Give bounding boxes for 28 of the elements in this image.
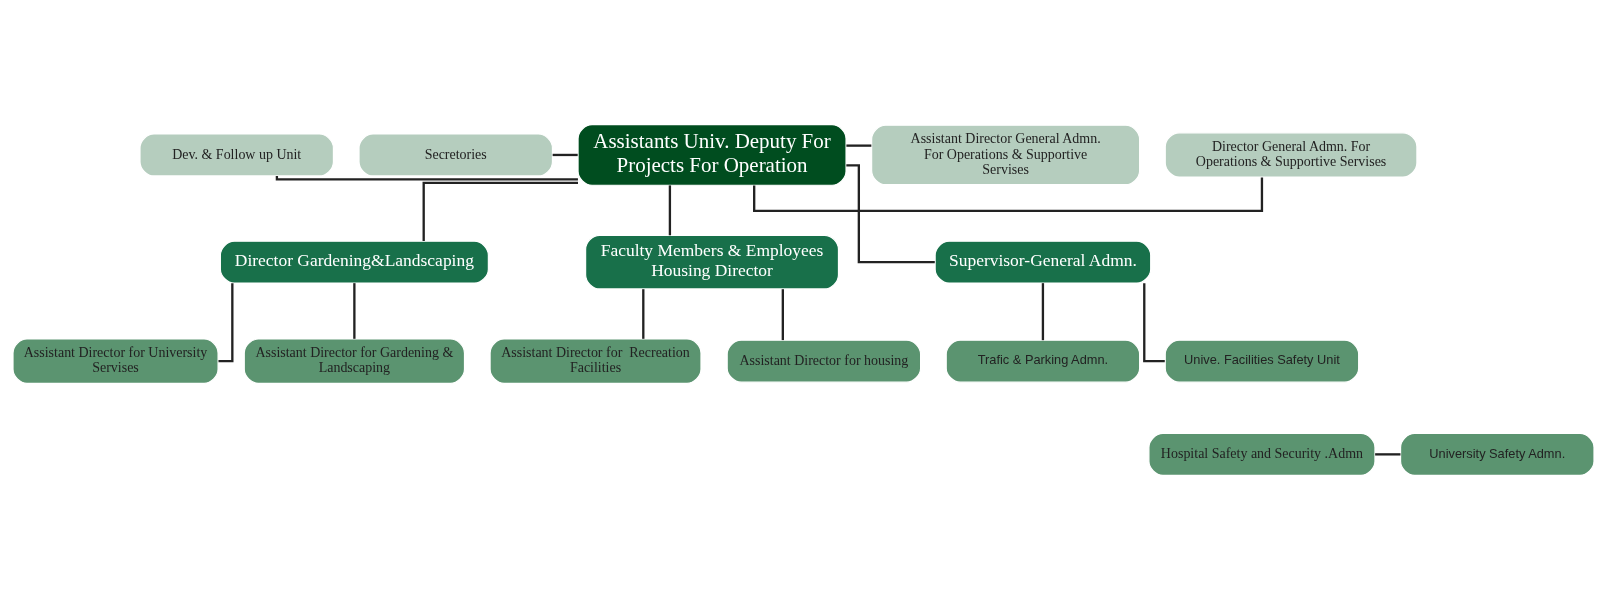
connector — [353, 282, 356, 339]
node-box: Unive. Facilities Safety Unit — [1164, 339, 1360, 383]
node-box: Trafic & Parking Admn. — [945, 339, 1141, 383]
node-box: Assistant Director for Gardening & Landscaping — [243, 337, 466, 384]
connector — [552, 153, 578, 156]
connector — [642, 288, 645, 339]
node-box: Director Gardening&Landscaping — [219, 240, 489, 284]
connector — [275, 175, 578, 181]
node-box: Dev. & Follow up Unit — [139, 132, 334, 176]
node-box: Director General Admn. For Operations & Supportive Servises — [1164, 131, 1418, 178]
connector — [781, 288, 784, 340]
connector — [846, 143, 872, 147]
node-box: Assistant Director for University Servises — [12, 337, 219, 384]
node-box: Supervisor-General Admn. — [934, 240, 1152, 284]
node-box: University Safety Admn. — [1400, 432, 1595, 476]
connector — [1041, 282, 1045, 340]
node-box: Hospital Safety and Security .Admn — [1148, 432, 1376, 476]
node-box: Faculty Members & Employees Housing Director — [585, 234, 840, 289]
node-box: Assistant Director General Admn. For Operations & Supportive Servises — [871, 124, 1141, 185]
connector — [668, 184, 672, 235]
connector — [218, 282, 234, 362]
node-box: Assistant Director for Recreation Facilities — [489, 337, 702, 384]
node-box: Secretories — [358, 132, 553, 176]
node-box: Assistant Director for housing — [726, 339, 922, 383]
connector — [422, 181, 578, 241]
connector — [846, 163, 935, 263]
node-box: Assistants Univ. Deputy For Projects For Operation — [577, 123, 847, 186]
connector — [1375, 452, 1401, 456]
